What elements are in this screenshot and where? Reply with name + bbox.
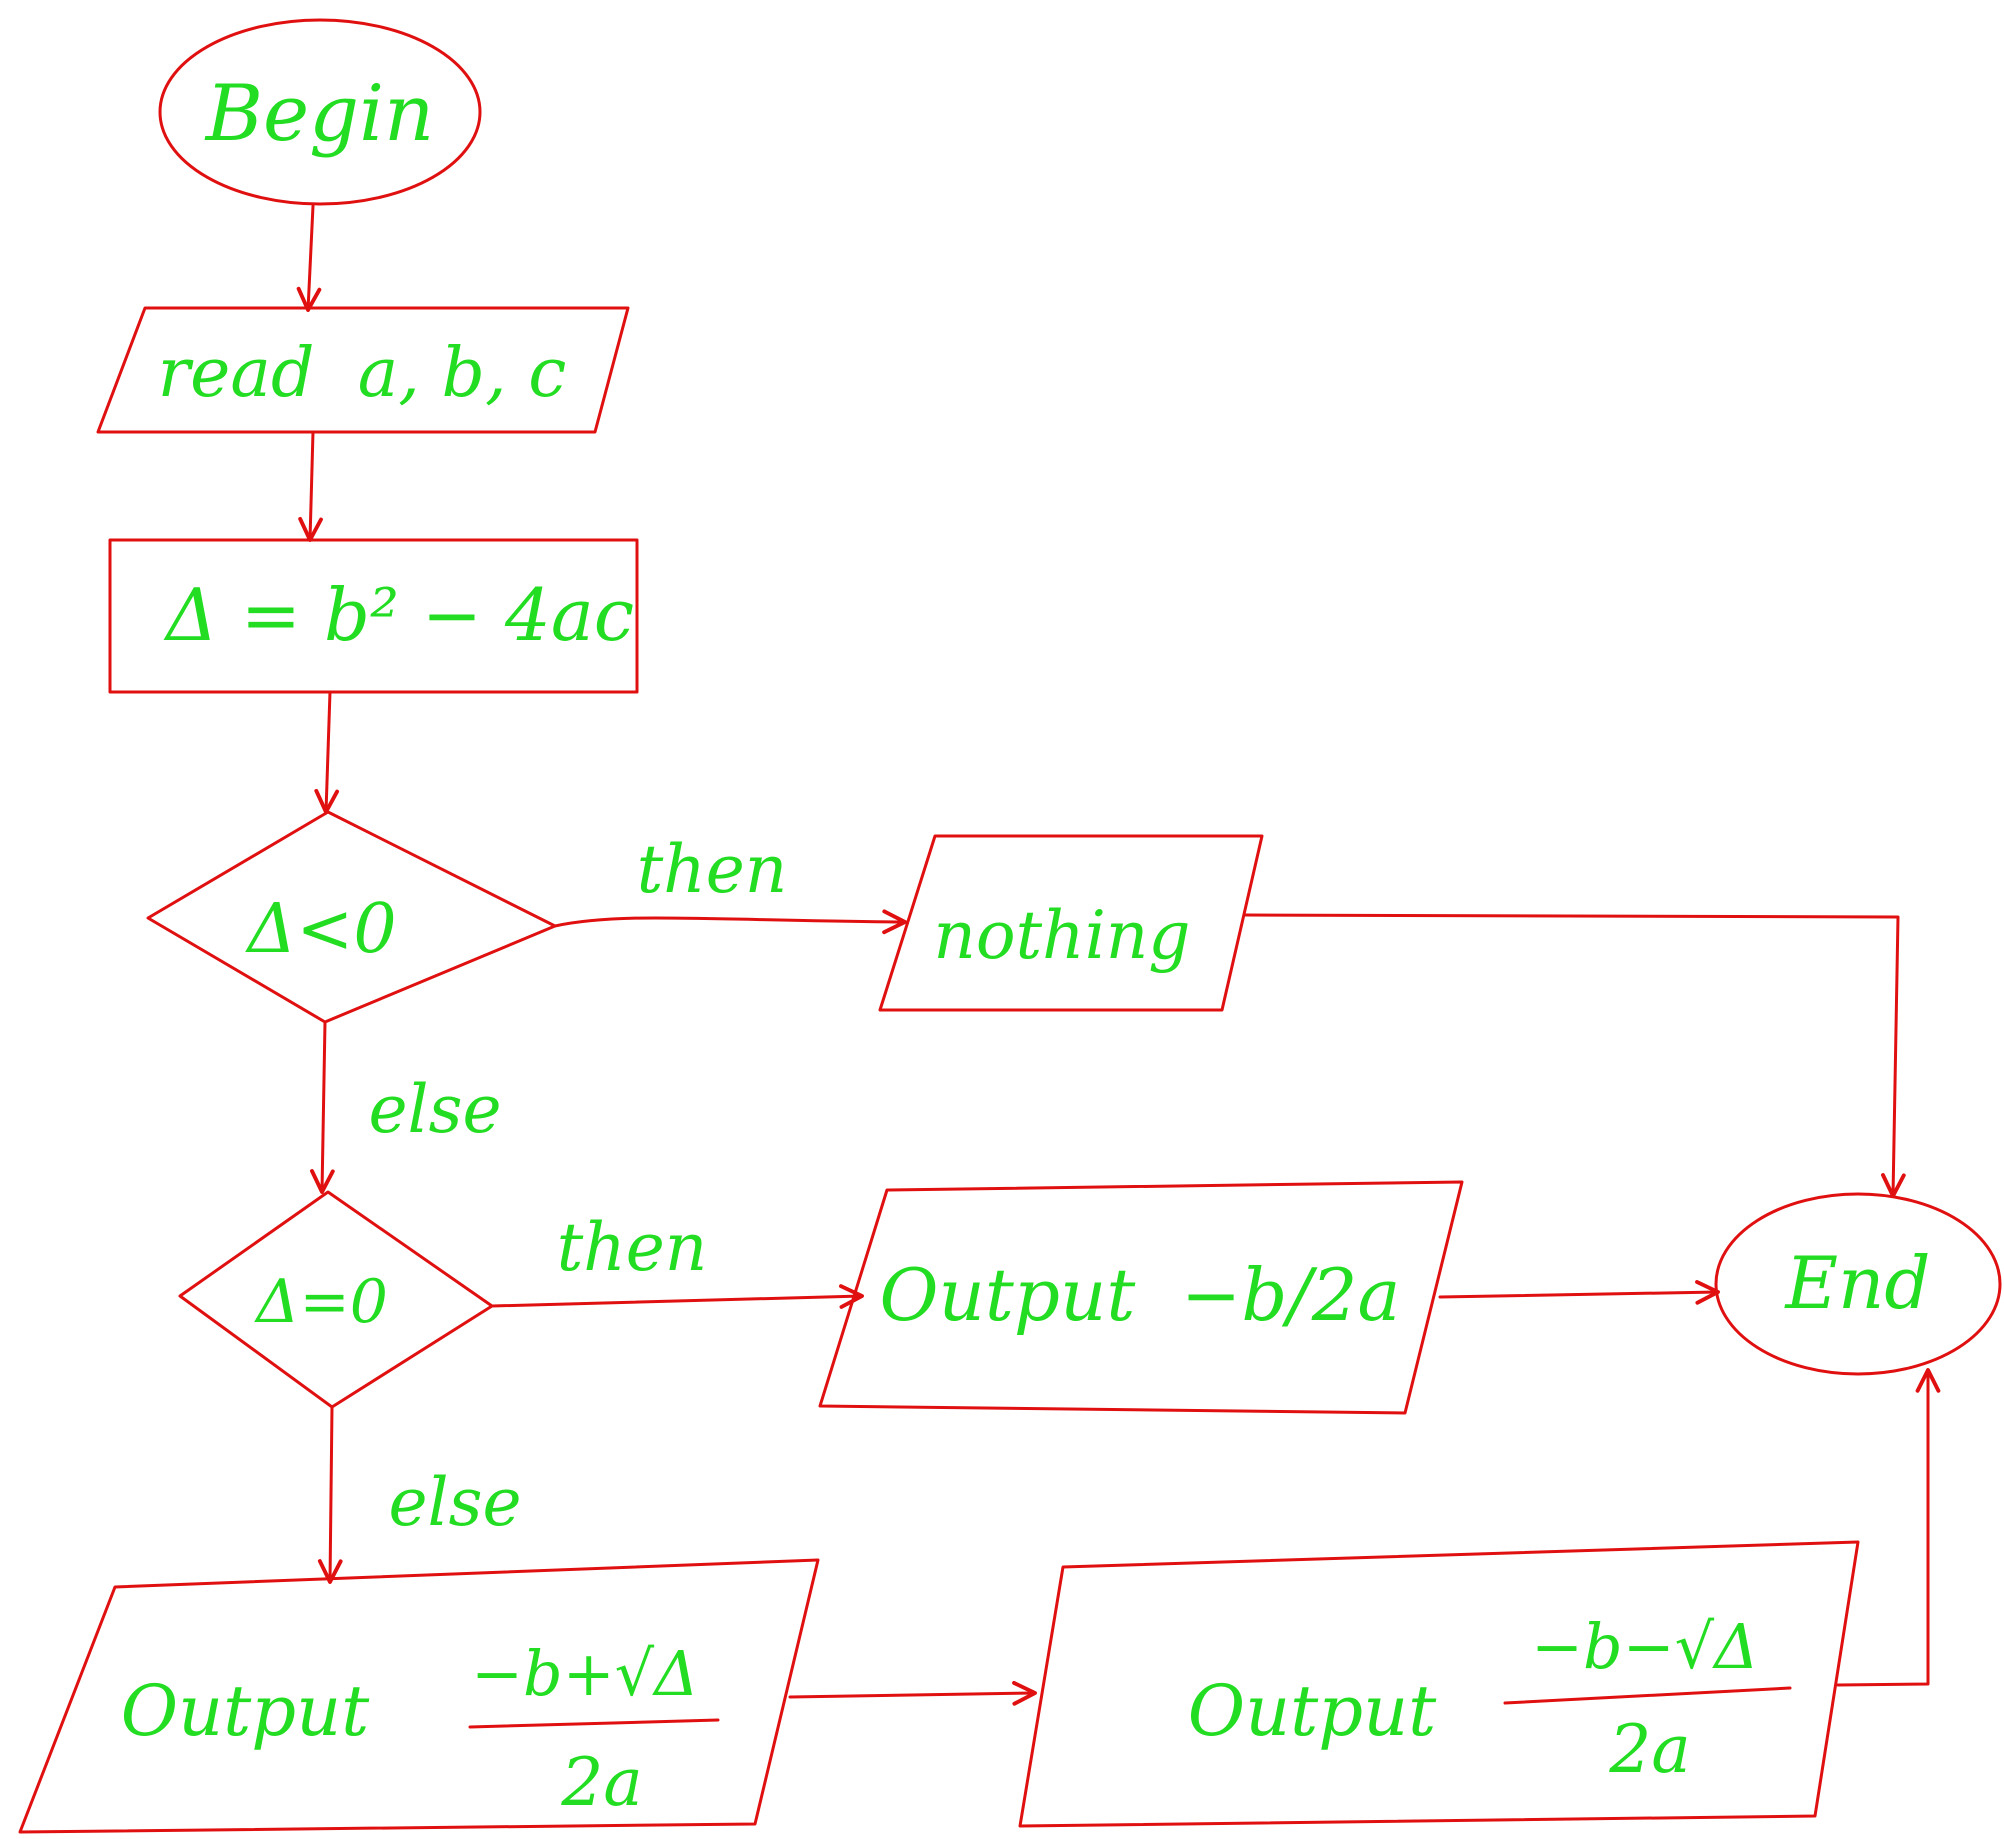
nothing-label: nothing [933, 897, 1190, 974]
edge-label-else-2: else [388, 1464, 521, 1541]
fraction-bar-plus [468, 1718, 720, 1729]
output-minus-io-box [1018, 1540, 1860, 1828]
read-label: read a, b, c [158, 334, 567, 413]
edge-cond1-to-cond2 [310, 1020, 335, 1194]
edge-output-single-to-end [1438, 1280, 1720, 1305]
edge-label-then-2: then [557, 1209, 708, 1286]
delta-label: Δ = b² − 4ac [163, 573, 634, 657]
cond2-label: Δ=0 [254, 1267, 388, 1337]
begin-terminal [158, 18, 482, 206]
edge-cond1-to-nothing [553, 909, 907, 935]
cond1-label: Δ<0 [244, 890, 396, 969]
delta-process-box [108, 538, 639, 694]
edge-output-plus-to-output-minus [788, 1680, 1037, 1706]
edge-nothing-to-end [1243, 913, 1906, 1198]
edge-delta-to-cond1 [314, 690, 340, 814]
output-plus-word: Output [121, 1670, 370, 1752]
output-plus-numerator: −b+√Δ [471, 1637, 699, 1710]
edge-cond2-to-output-single [490, 1284, 864, 1309]
edge-read-to-delta [298, 430, 323, 542]
read-io-box [96, 306, 630, 434]
nothing-io-box [878, 834, 1264, 1012]
output-minus-denominator: 2a [1608, 1711, 1690, 1788]
output-plus-io-box [18, 1558, 820, 1834]
begin-label: Begin [204, 69, 435, 159]
output-single-io-box [818, 1180, 1464, 1415]
edge-output-minus-to-end [1836, 1368, 1941, 1687]
edge-begin-to-read [296, 204, 322, 312]
edge-label-then-1: then [637, 831, 788, 908]
fraction-bar-minus [1503, 1686, 1792, 1705]
edge-cond2-to-output-plus [317, 1405, 343, 1584]
edge-label-else-1: else [368, 1071, 501, 1148]
output-single-label: Output −b/2a [880, 1253, 1401, 1337]
output-minus-numerator: −b−√Δ [1531, 1610, 1759, 1683]
end-label: End [1783, 1241, 1930, 1325]
output-plus-denominator: 2a [560, 1744, 642, 1821]
output-minus-word: Output [1188, 1670, 1437, 1752]
